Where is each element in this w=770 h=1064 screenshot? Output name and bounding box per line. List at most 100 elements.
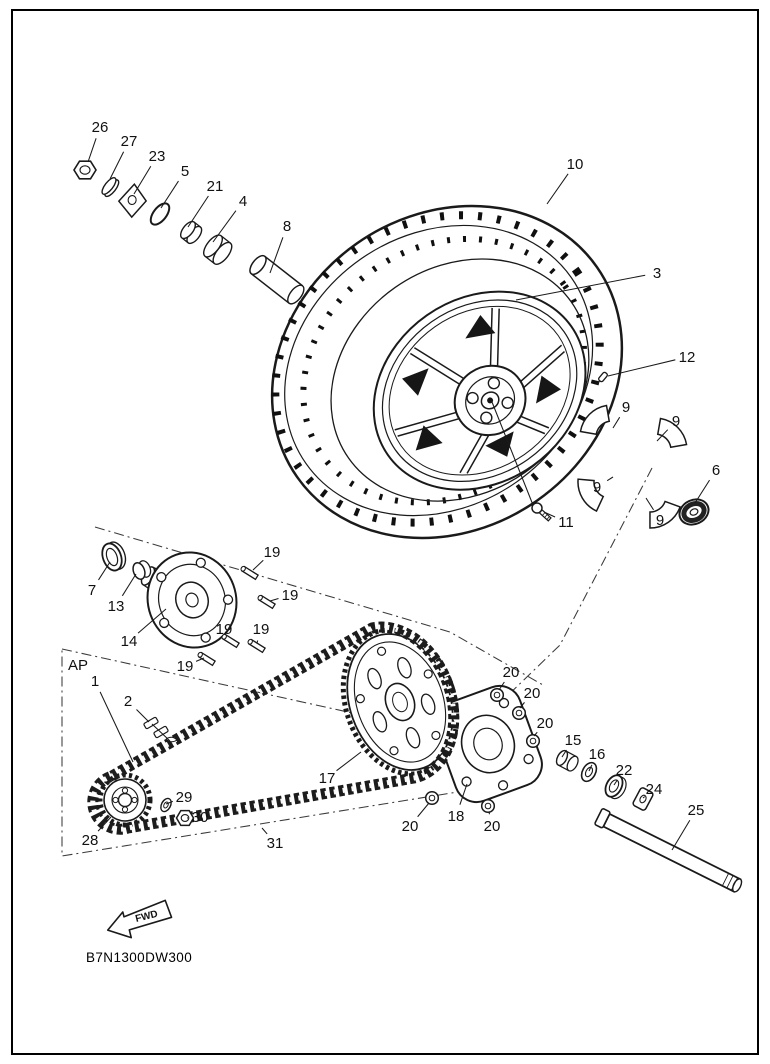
part-callout[interactable]: 19: [177, 658, 194, 675]
leader-line: [212, 210, 237, 243]
part-callout[interactable]: 7: [88, 582, 96, 599]
part-callout[interactable]: 20: [402, 818, 419, 835]
leader-line: [99, 691, 134, 763]
leader-line: [121, 573, 137, 597]
part-callout[interactable]: 30: [192, 809, 209, 826]
leader-line: [187, 195, 209, 228]
part-callout[interactable]: 22: [616, 762, 633, 779]
part-callout[interactable]: 31: [267, 835, 284, 852]
leader-line: [642, 796, 646, 799]
part-callout[interactable]: 18: [448, 808, 465, 825]
chain-joint-set: [143, 716, 178, 743]
part-callout[interactable]: 20: [503, 664, 520, 681]
dust-seal-22: [604, 774, 627, 800]
part-callout[interactable]: 17: [319, 770, 336, 787]
part-callout[interactable]: 12: [679, 349, 696, 366]
wheel-spokes: [394, 307, 565, 474]
part-callout[interactable]: 20: [537, 715, 554, 732]
leader-line: [269, 237, 284, 274]
leader-line: [561, 749, 567, 758]
part-callout[interactable]: 9: [656, 512, 664, 529]
part-callout[interactable]: 20: [484, 818, 501, 835]
part-callout[interactable]: 19: [216, 621, 233, 638]
leader-line: [671, 820, 691, 851]
part-callout[interactable]: 15: [565, 732, 582, 749]
part-callout[interactable]: 20: [524, 685, 541, 702]
part-callout[interactable]: 4: [239, 193, 247, 210]
hub-bolt: [531, 502, 552, 522]
leader-line: [606, 476, 614, 482]
sprocket-studs: [197, 565, 277, 667]
leader-line: [588, 764, 593, 772]
part-callout[interactable]: 19: [282, 587, 299, 604]
leader-line: [97, 816, 112, 832]
part-callout[interactable]: 19: [253, 621, 270, 638]
carrier-nuts: [424, 687, 541, 814]
leader-line: [252, 559, 264, 571]
ap-label: AP: [68, 657, 88, 674]
leader-line: [656, 429, 669, 442]
leader-line: [98, 561, 111, 581]
damper-rubber: [572, 471, 609, 515]
wheel-bearing: [678, 498, 710, 526]
part-callout[interactable]: 9: [672, 413, 680, 430]
spacer-4: [203, 234, 233, 265]
drive-chain: [87, 621, 460, 835]
drive-sprocket: [97, 772, 153, 828]
ap-boundary-box: [61, 648, 471, 857]
leader-line: [160, 180, 179, 209]
part-callout[interactable]: 6: [712, 462, 720, 479]
leader-line: [336, 751, 362, 772]
leader-line: [87, 138, 97, 163]
leader-line: [261, 827, 268, 835]
part-callout[interactable]: 16: [589, 746, 606, 763]
leader-line: [136, 709, 150, 723]
part-callout[interactable]: 23: [149, 148, 166, 165]
leader-line: [269, 597, 279, 602]
part-callout[interactable]: 11: [558, 514, 574, 531]
part-callout[interactable]: 10: [567, 156, 584, 173]
part-callout[interactable]: 19: [264, 544, 281, 561]
collar-21: [179, 220, 203, 245]
part-callout[interactable]: 3: [653, 265, 661, 282]
leader-line: [137, 608, 167, 634]
part-callout[interactable]: 24: [646, 781, 663, 798]
part-callout[interactable]: 21: [207, 178, 224, 195]
leader-line: [645, 497, 655, 511]
wheel-spacer-tube: [249, 254, 305, 305]
part-callout[interactable]: 26: [92, 119, 109, 136]
axle-washer-16: [580, 761, 598, 783]
part-callout[interactable]: 5: [181, 163, 189, 180]
part-callout[interactable]: 9: [593, 479, 601, 496]
leader-line: [694, 479, 711, 504]
part-callout[interactable]: 29: [176, 789, 193, 806]
part-callout[interactable]: 2: [124, 693, 132, 710]
part-callout[interactable]: 28: [82, 832, 99, 849]
leader-line: [519, 702, 525, 709]
leader-line: [109, 151, 125, 180]
leader-line: [498, 681, 505, 691]
part-callout[interactable]: 9: [622, 399, 630, 416]
part-callout[interactable]: 25: [688, 802, 705, 819]
tire-tread-marks: [271, 211, 604, 527]
bolt-axis-line: [491, 401, 534, 506]
part-callout[interactable]: 27: [121, 133, 138, 150]
part-callout[interactable]: 8: [283, 218, 291, 235]
retainer-ring: [149, 202, 171, 226]
rim-weight: [596, 371, 608, 385]
leader-line: [256, 640, 259, 644]
wheel-hub: [453, 364, 527, 437]
axle-washer: [101, 177, 120, 198]
rim-shadow-wedges: [402, 315, 561, 457]
leader-line: [546, 173, 569, 205]
leader-line: [459, 783, 468, 805]
part-callout[interactable]: 13: [108, 598, 125, 615]
rear-wheel: [270, 204, 624, 540]
part-callout[interactable]: 14: [121, 633, 138, 650]
leader-line: [612, 416, 621, 429]
adjuster-plate-24: [632, 787, 654, 811]
part-callout[interactable]: 1: [91, 673, 99, 690]
sprocket-nut: [175, 809, 195, 827]
